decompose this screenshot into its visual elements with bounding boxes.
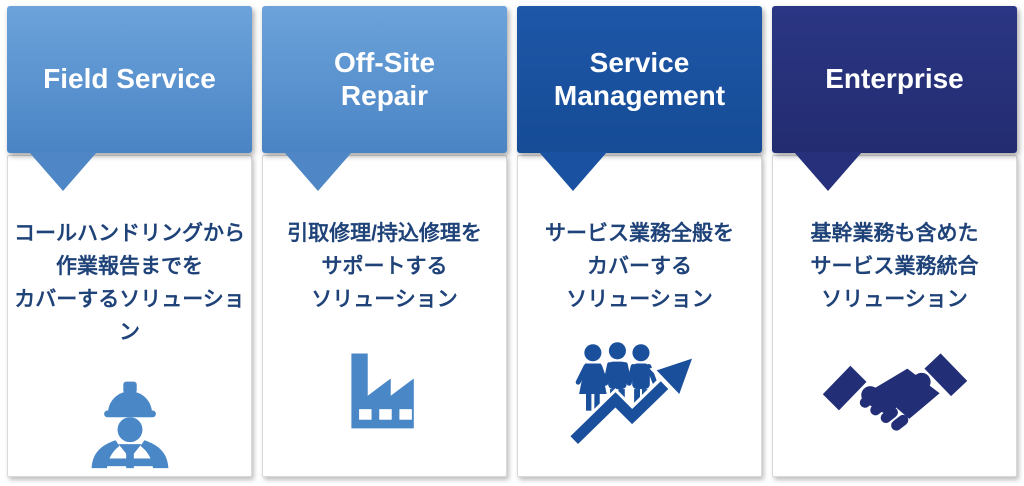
column-service-management: Service Management サービス業務全般を カバーする ソリューシ… [517,0,762,486]
column-off-site-repair: Off-Site Repair 引取修理/持込修理を サポートする ソリューショ… [262,0,507,486]
enterprise-icon-box [773,339,1016,439]
field-service-description: コールハンドリングから 作業報告までを カバーするソリューション [14,222,245,344]
off-site-repair-card: 引取修理/持込修理を サポートする ソリューション [262,155,507,477]
handshake-icon [822,353,967,431]
field-service-card: コールハンドリングから 作業報告までを カバーするソリューション [7,155,252,477]
field-service-pointer-icon [29,152,97,191]
off-site-repair-pointer-icon [284,152,352,191]
off-site-repair-icon-box [263,339,506,439]
field-service-header: Field Service [7,6,252,153]
enterprise-pointer-icon [794,152,862,191]
enterprise-card: 基幹業務も含めた サービス業務統合 ソリューション [772,155,1017,477]
field-service-icon-box [8,372,251,472]
service-management-pointer-icon [539,152,607,191]
people-growth-icon [567,342,698,447]
column-field-service: Field Service コールハンドリングから 作業報告までを カバーするソ… [7,0,252,486]
service-management-description: サービス業務全般を カバーする ソリューション [545,222,734,311]
worker-icon [91,381,168,468]
factory-icon [350,353,414,429]
service-management-icon-box [518,339,761,447]
column-enterprise: Enterprise 基幹業務も含めた サービス業務統合 ソリューション [772,0,1017,486]
enterprise-description: 基幹業務も含めた サービス業務統合 ソリューション [810,222,979,311]
service-management-card: サービス業務全般を カバーする ソリューション [517,155,762,477]
off-site-repair-description: 引取修理/持込修理を サポートする ソリューション [287,222,482,311]
off-site-repair-header: Off-Site Repair [262,6,507,153]
service-management-header: Service Management [517,6,762,153]
enterprise-header: Enterprise [772,6,1017,153]
